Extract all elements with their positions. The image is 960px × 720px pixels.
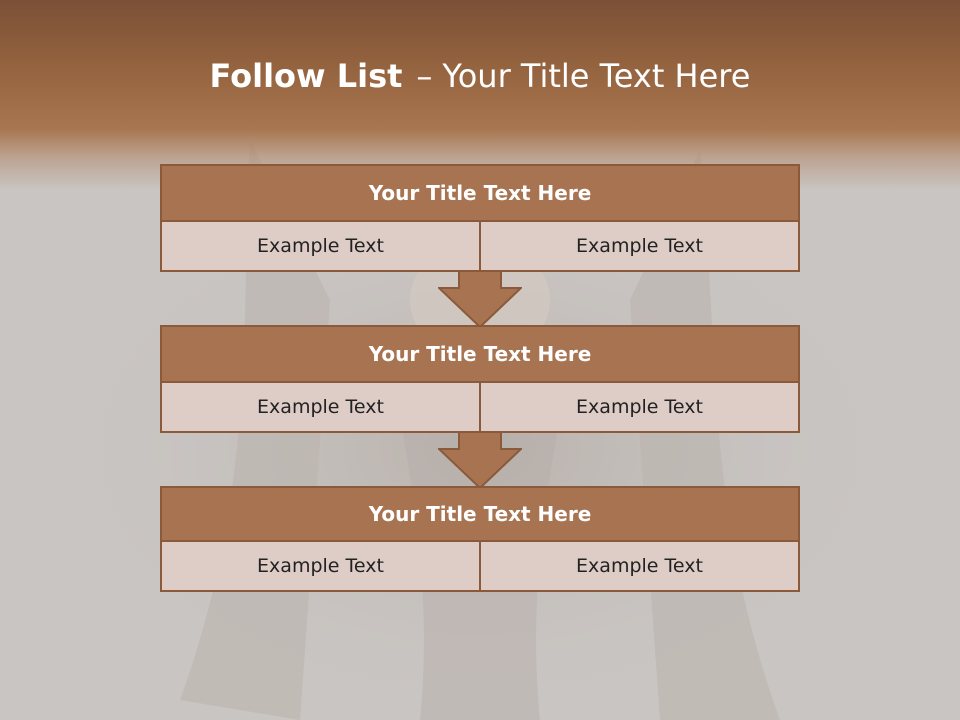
slide-title-bold: Follow List	[209, 57, 403, 95]
block-title: Your Title Text Here	[160, 325, 800, 383]
block-cell-right: Example Text	[479, 383, 798, 431]
list-block: Your Title Text Here Example Text Exampl…	[160, 486, 800, 592]
block-cell-left: Example Text	[257, 396, 384, 418]
block-cell-left: Example Text	[257, 235, 384, 257]
list-block: Your Title Text Here Example Text Exampl…	[160, 325, 800, 433]
block-cell-right: Example Text	[479, 222, 798, 270]
header-band	[0, 0, 960, 190]
list-block: Your Title Text Here Example Text Exampl…	[160, 164, 800, 272]
block-title: Your Title Text Here	[160, 164, 800, 222]
slide-title: Follow List–Your Title Text Here	[0, 54, 960, 98]
block-cell-right: Example Text	[479, 542, 798, 590]
slide-title-separator: –	[416, 57, 433, 95]
block-row: Example Text Example Text	[160, 222, 800, 272]
slide-title-rest: Your Title Text Here	[442, 57, 751, 95]
down-arrow-icon	[438, 431, 522, 489]
block-row: Example Text Example Text	[160, 383, 800, 433]
block-title: Your Title Text Here	[160, 486, 800, 542]
block-row: Example Text Example Text	[160, 542, 800, 592]
down-arrow-icon	[438, 270, 522, 328]
block-cell-left: Example Text	[257, 555, 384, 577]
